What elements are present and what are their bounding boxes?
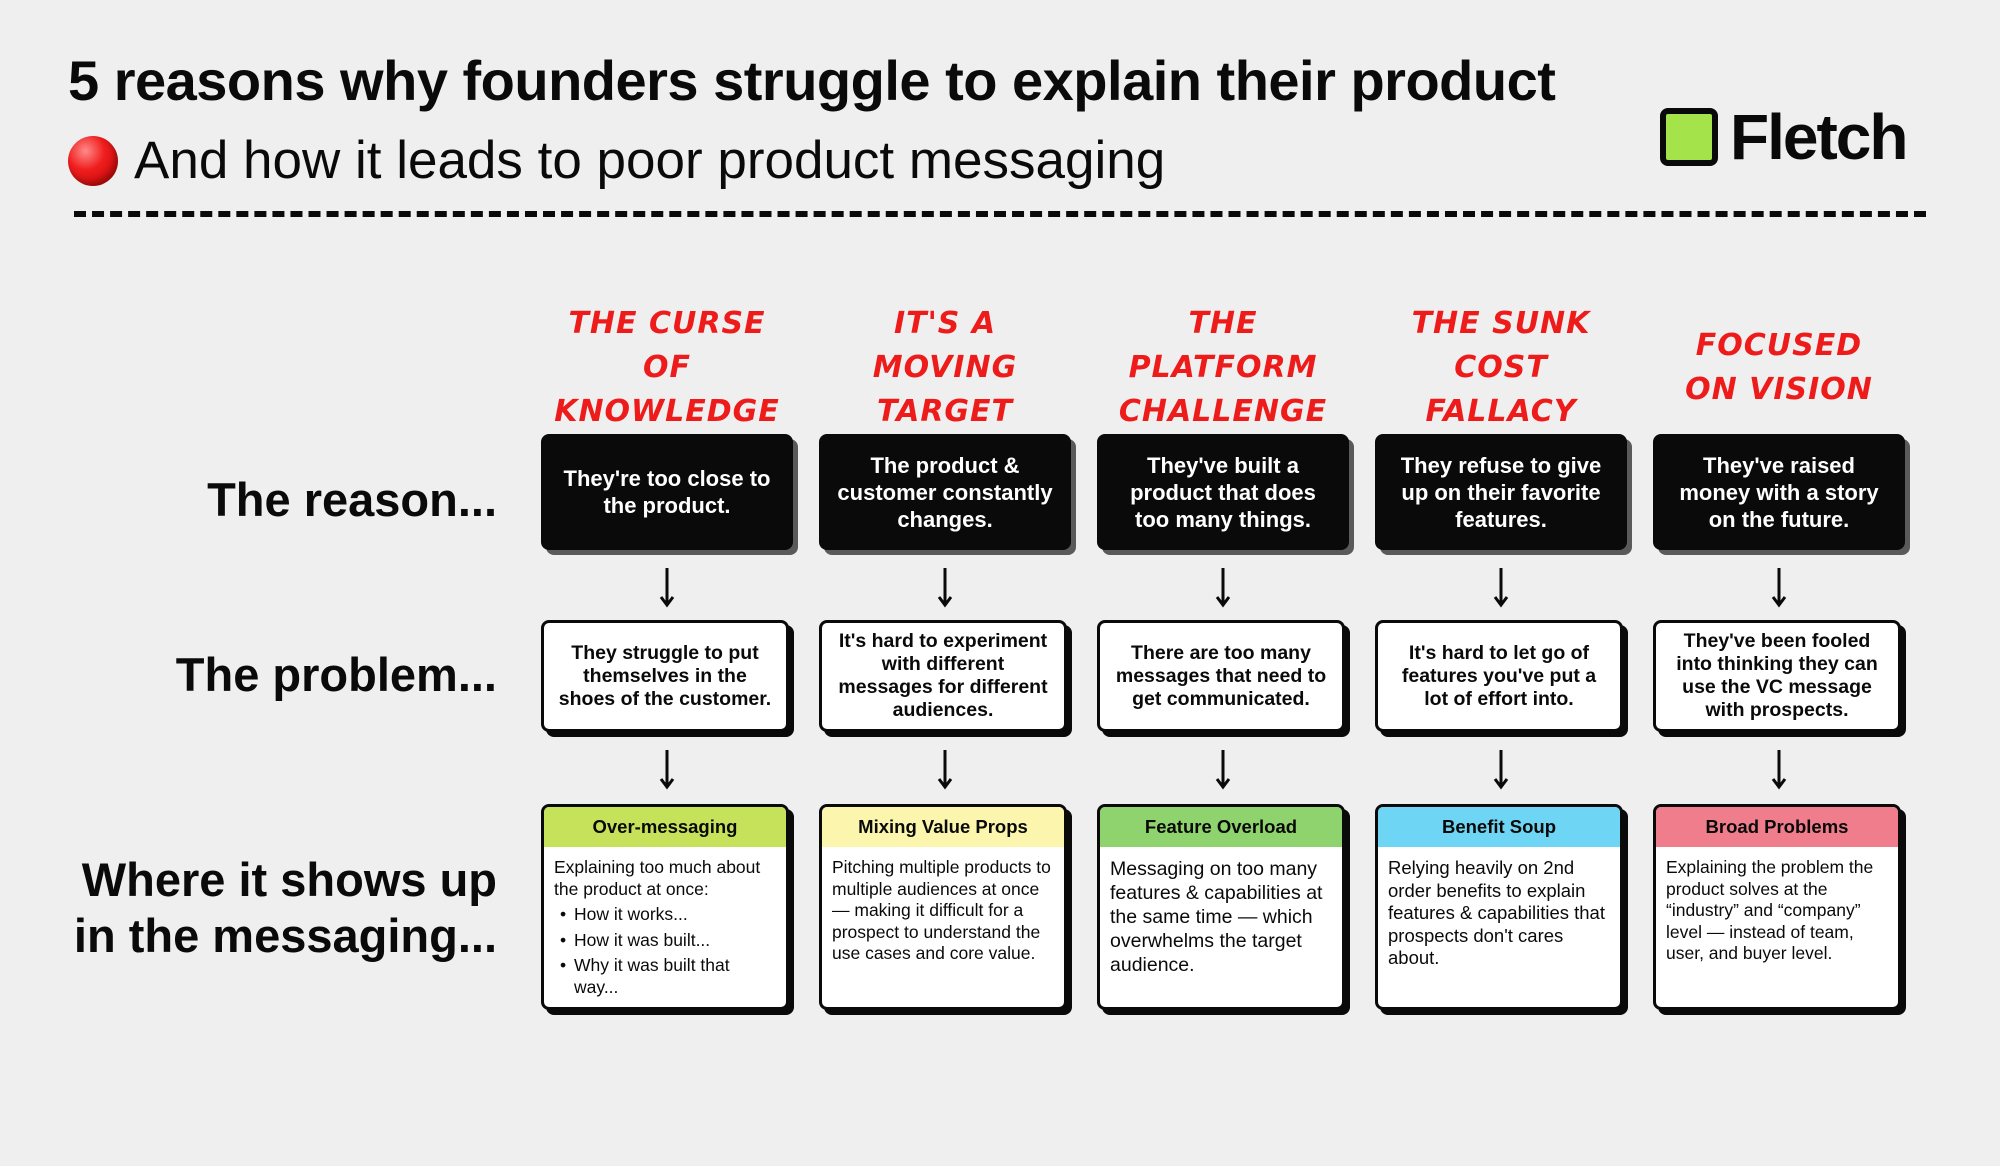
column-curse-of-knowledge: The curse of Knowledge They're too close…: [541, 306, 793, 1010]
page-subtitle: And how it leads to poor product messagi…: [68, 130, 1165, 191]
messaging-card-text: Relying heavily on 2nd order benefits to…: [1388, 857, 1605, 968]
messaging-card-text: Messaging on too many features & capabil…: [1110, 858, 1323, 976]
column-platform-challenge: The platform challenge They've built a p…: [1097, 306, 1349, 1010]
messaging-card-title: Over-messaging: [544, 807, 786, 847]
messaging-card-title: Benefit Soup: [1378, 807, 1620, 847]
down-arrow-icon: [1215, 568, 1231, 608]
row-label-where-line1: Where it shows up: [81, 853, 497, 906]
messaging-card-body: Explaining too much about the product at…: [544, 847, 786, 998]
red-circle-icon: [68, 135, 118, 186]
reason-card: They've built a product that does too ma…: [1097, 434, 1349, 550]
column-title: It's a moving target: [872, 306, 1018, 429]
messaging-card: Mixing Value Props Pitching multiple pro…: [819, 804, 1067, 1010]
messaging-card-title: Feature Overload: [1100, 807, 1342, 847]
down-arrow-icon: [937, 568, 953, 608]
problem-card: There are too many messages that need to…: [1097, 620, 1345, 732]
messaging-card-text: Pitching multiple products to multiple a…: [832, 857, 1051, 963]
row-label-reason: The reason...: [207, 473, 497, 526]
list-item: How it was built...: [554, 930, 776, 952]
messaging-card-text: Explaining the problem the product solve…: [1666, 857, 1874, 963]
brand-square-icon: [1660, 108, 1718, 166]
column-sunk-cost-fallacy: The sunk cost fallacy They refuse to giv…: [1375, 306, 1627, 1010]
messaging-card: Benefit Soup Relying heavily on 2nd orde…: [1375, 804, 1623, 1010]
reason-card: They refuse to give up on their favorite…: [1375, 434, 1627, 550]
down-arrow-icon: [659, 568, 675, 608]
down-arrow-icon: [659, 750, 675, 790]
down-arrow-icon: [1771, 750, 1787, 790]
messaging-card-text: Explaining too much about the product at…: [554, 857, 761, 899]
down-arrow-icon: [1215, 750, 1231, 790]
reason-card: They've raised money with a story on the…: [1653, 434, 1905, 550]
messaging-card: Over-messaging Explaining too much about…: [541, 804, 789, 1010]
messaging-card: Broad Problems Explaining the problem th…: [1653, 804, 1901, 1010]
messaging-card-body: Explaining the problem the product solve…: [1656, 847, 1898, 965]
down-arrow-icon: [1493, 568, 1509, 608]
column-title: The sunk cost fallacy: [1411, 306, 1591, 429]
messaging-card-body: Messaging on too many features & capabil…: [1100, 847, 1342, 977]
messaging-card-title: Mixing Value Props: [822, 807, 1064, 847]
column-title: Focused on vision: [1685, 328, 1873, 407]
messaging-card-body: Pitching multiple products to multiple a…: [822, 847, 1064, 965]
column-title: The curse of Knowledge: [554, 306, 780, 429]
problem-card: It's hard to let go of features you've p…: [1375, 620, 1623, 732]
messaging-card: Feature Overload Messaging on too many f…: [1097, 804, 1345, 1010]
list-item: Why it was built that way...: [554, 955, 776, 998]
down-arrow-icon: [1771, 568, 1787, 608]
row-label-where: Where it shows up in the messaging...: [74, 852, 497, 964]
row-label-where-line2: in the messaging...: [73, 909, 497, 962]
problem-card: It's hard to experiment with different m…: [819, 620, 1067, 732]
brand-logo: Fletch: [1660, 100, 1908, 174]
column-focused-on-vision: Focused on vision They've raised money w…: [1653, 320, 1905, 1010]
column-title: The platform challenge: [1118, 306, 1328, 429]
reason-card: The product & customer constantly change…: [819, 434, 1071, 550]
page-title: 5 reasons why founders struggle to expla…: [68, 49, 1556, 112]
brand-name: Fletch: [1730, 101, 1908, 173]
down-arrow-icon: [1493, 750, 1509, 790]
header-divider: [74, 211, 1926, 217]
messaging-bullet-list: How it works... How it was built... Why …: [554, 904, 776, 998]
down-arrow-icon: [937, 750, 953, 790]
messaging-card-body: Relying heavily on 2nd order benefits to…: [1378, 847, 1620, 970]
messaging-card-title: Broad Problems: [1656, 807, 1898, 847]
list-item: How it works...: [554, 904, 776, 926]
problem-card: They struggle to put themselves in the s…: [541, 620, 789, 732]
problem-card: They've been fooled into thinking they c…: [1653, 620, 1901, 732]
column-moving-target: It's a moving target The product & custo…: [819, 306, 1071, 1010]
subtitle-text: And how it leads to poor product messagi…: [134, 131, 1166, 190]
reason-card: They're too close to the product.: [541, 434, 793, 550]
row-label-problem: The problem...: [175, 648, 497, 701]
